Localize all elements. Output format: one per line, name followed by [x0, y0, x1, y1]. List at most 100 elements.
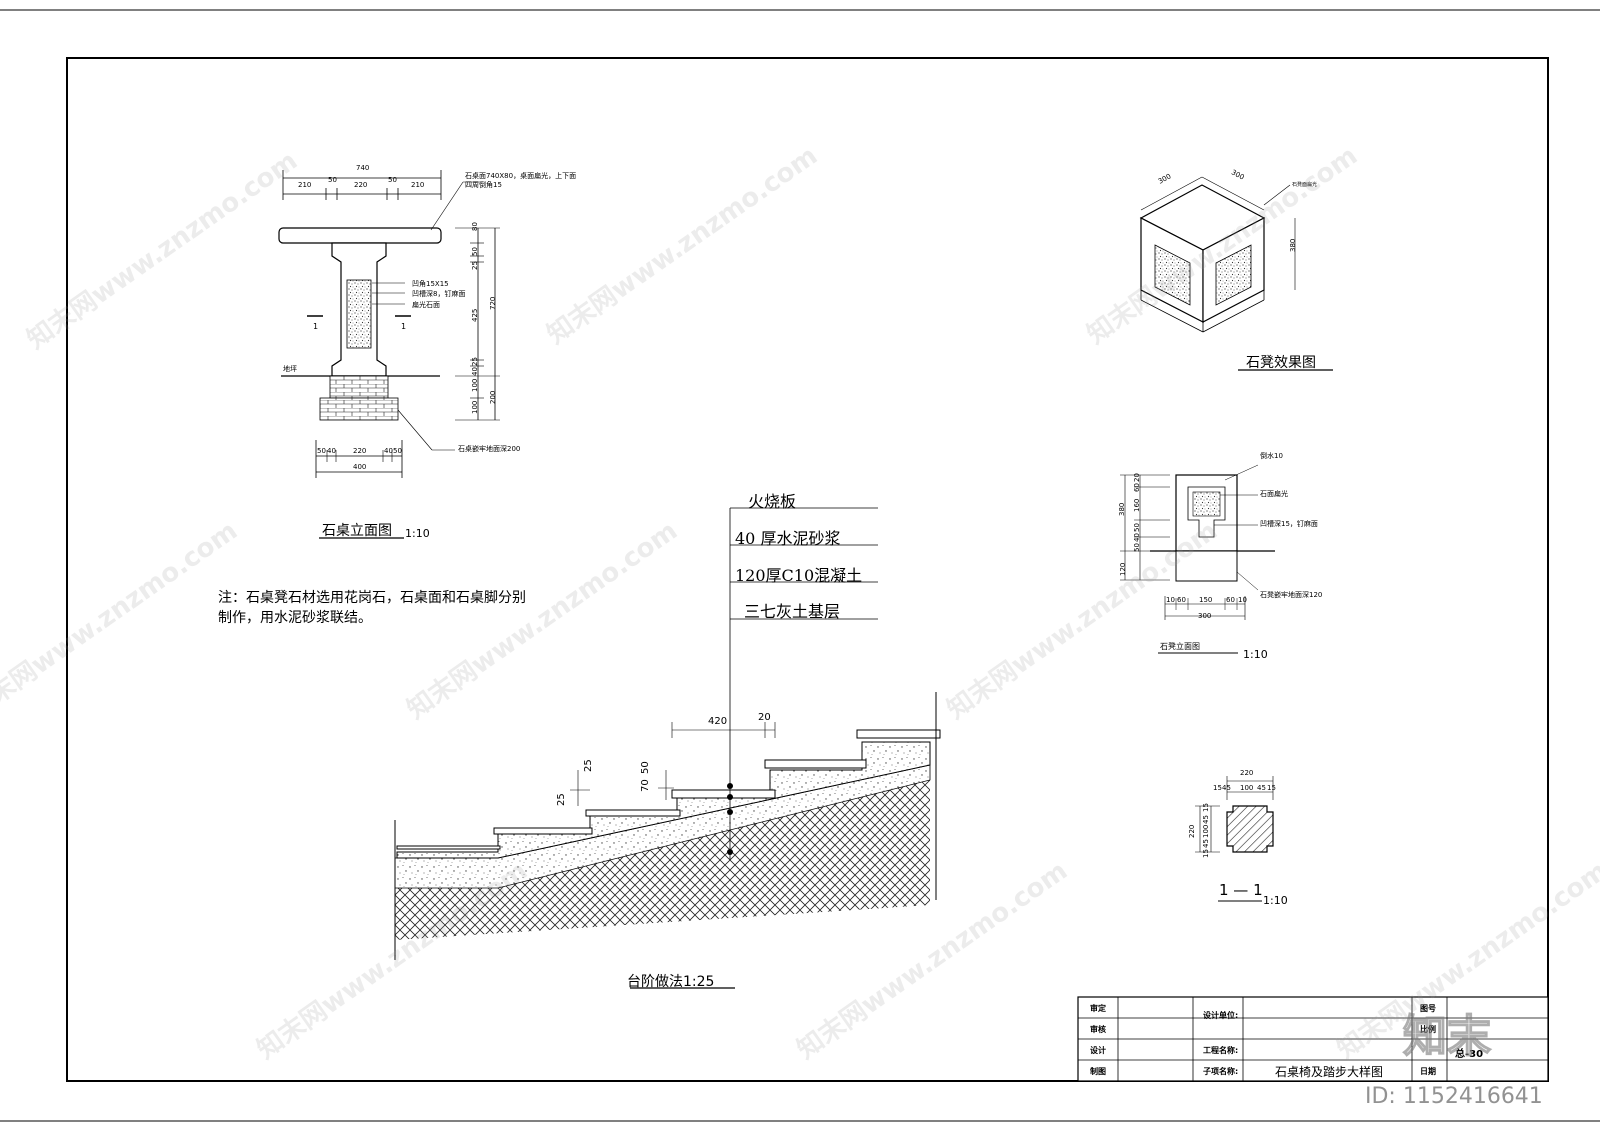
stool-callout: 石凳嵌牢地面深120	[1260, 591, 1323, 599]
tb-sub-item: 子项名称:	[1203, 1067, 1239, 1076]
table-elevation-drawing	[278, 170, 500, 539]
section-left-dim: 45	[1202, 839, 1210, 848]
stool-callout: 石面扁光	[1260, 490, 1288, 498]
table-bottom-dim: 220	[353, 447, 367, 455]
stool-left-total: 380	[1118, 502, 1126, 516]
table-elevation-title: 石桌立面图	[322, 523, 392, 539]
stool-left-dim: 160	[1133, 498, 1141, 512]
stool-left-dim: 60	[1133, 483, 1141, 492]
section-top-dim: 100	[1240, 784, 1254, 792]
section-mark-right: 1	[401, 322, 407, 331]
tb-review: 审定	[1090, 1004, 1106, 1013]
section-top-dim: 45	[1222, 784, 1231, 792]
tb-date: 日期	[1420, 1067, 1436, 1076]
section-left-dim: 45	[1202, 815, 1210, 824]
stool-bottom-total: 300	[1198, 612, 1212, 620]
stairs-layer-1: 火烧板	[748, 492, 797, 511]
stool-elevation-title: 石凳立面图	[1160, 642, 1200, 651]
stool-left-dim: 50	[1133, 523, 1141, 532]
tb-drawing-name: 石桌椅及踏步大样图	[1275, 1065, 1384, 1079]
section-mark-left: 1	[313, 322, 319, 331]
stool-bottom-dim: 150	[1199, 596, 1213, 604]
table-right-dim: 50	[471, 247, 479, 256]
section-top-dim: 45	[1257, 784, 1266, 792]
drawing-border	[66, 57, 1549, 1082]
section-1-1-title: 1 — 1	[1219, 881, 1263, 899]
watermark-id: ID: 1152416641	[1365, 1084, 1543, 1109]
stool-render-note: 石凳面扁光	[1292, 182, 1318, 188]
stairs-dim-d: 50	[640, 761, 651, 774]
stool-callout: 倒水10	[1260, 452, 1283, 460]
tb-design: 设计	[1090, 1046, 1106, 1055]
stairs-dim-c: 70	[640, 779, 651, 792]
stool-render-drawing	[1139, 176, 1333, 371]
stool-callout: 凹槽深15，钉麻面	[1260, 520, 1318, 528]
stool-elevation-drawing	[1120, 464, 1275, 654]
stairs-layer-3: 120厚C10混凝土	[735, 566, 863, 585]
section-top-total: 220	[1240, 769, 1254, 777]
stairs-dim-tread: 420	[708, 716, 728, 727]
table-top-dim: 210	[298, 181, 312, 189]
table-right-dim: 80	[471, 222, 479, 231]
section-left-dim: 15	[1202, 849, 1210, 858]
table-bottom-dim: 40	[327, 447, 336, 455]
table-bottom-dim: 50	[317, 447, 326, 455]
table-right-dim: 425	[471, 308, 479, 322]
section-left-dim: 100	[1202, 824, 1210, 838]
table-bottom-dim: 50	[393, 447, 402, 455]
section-top-dim: 15	[1267, 784, 1276, 792]
table-top-dim: 210	[411, 181, 425, 189]
table-right-total: 720	[489, 296, 497, 310]
section-1-1-scale: 1:10	[1263, 894, 1288, 907]
stool-left-dim: 20	[1133, 473, 1141, 482]
stairs-section-drawing	[394, 507, 941, 989]
table-bottom-note: 石桌嵌牢地面深200	[458, 445, 521, 453]
stool-elevation-scale: 1:10	[1243, 648, 1268, 661]
section-left-total: 220	[1188, 824, 1196, 838]
stool-render-dim: 380	[1289, 238, 1297, 252]
stairs-title: 台阶做法1:25	[627, 974, 715, 990]
stool-render-title: 石凳效果图	[1246, 355, 1316, 371]
tb-design-unit: 设计单位:	[1203, 1011, 1239, 1020]
table-top-note: 石桌面740X80，桌面扁光，上下面四周倒角15	[465, 172, 577, 189]
title-block-grid	[1077, 996, 1549, 1082]
stairs-dim-a: 25	[583, 759, 594, 772]
stool-left-dim: 120	[1119, 562, 1127, 576]
tb-drawing-no-value: 总-30	[1455, 1049, 1484, 1060]
tb-project-name: 工程名称:	[1203, 1046, 1239, 1055]
tb-scale: 比例	[1420, 1025, 1436, 1034]
material-note-line-1: 注：石桌凳石材选用花岗石，石桌面和石桌脚分别	[218, 590, 526, 606]
table-top-dim: 220	[354, 181, 368, 189]
table-right-dim: 100	[471, 378, 479, 392]
tb-check: 审核	[1090, 1025, 1106, 1034]
callout-groove: 凹槽深8，钉麻面	[412, 290, 466, 298]
stool-left-dim: 50	[1133, 543, 1141, 552]
section-top-dim: 15	[1213, 784, 1222, 792]
stool-bottom-dim: 10	[1238, 596, 1247, 604]
table-top-total-dim: 740	[356, 164, 370, 172]
stool-bottom-dim: 60	[1177, 596, 1186, 604]
tb-draw: 制图	[1090, 1067, 1106, 1076]
ground-label: 地坪	[283, 365, 297, 373]
table-right-dim: 25	[471, 261, 479, 270]
tb-drawing-no: 图号	[1420, 1004, 1436, 1013]
callout-face: 扁光石面	[412, 301, 440, 309]
table-right-dim: 40	[471, 367, 479, 376]
stairs-layer-4: 三七灰土基层	[744, 602, 841, 621]
table-top-dim: 50	[388, 176, 397, 184]
material-note-line-2: 制作，用水泥砂浆联结。	[218, 610, 372, 626]
section-1-1-drawing	[1195, 776, 1274, 902]
stool-bottom-dim: 60	[1226, 596, 1235, 604]
section-left-dim: 15	[1202, 803, 1210, 812]
table-bottom-total: 400	[353, 463, 367, 471]
stairs-layer-2: 40 厚水泥砂浆	[735, 529, 841, 548]
material-note: 注：石桌凳石材选用花岗石，石桌面和石桌脚分别 制作，用水泥砂浆联结。	[218, 588, 526, 628]
stairs-dim-nosing: 20	[758, 712, 771, 723]
stool-bottom-dim: 10	[1166, 596, 1175, 604]
table-right-total: 200	[489, 390, 497, 404]
table-right-dim: 25	[471, 357, 479, 366]
table-right-dim: 100	[471, 400, 479, 414]
table-top-dim: 50	[328, 176, 337, 184]
stool-left-dim: 40	[1133, 533, 1141, 542]
